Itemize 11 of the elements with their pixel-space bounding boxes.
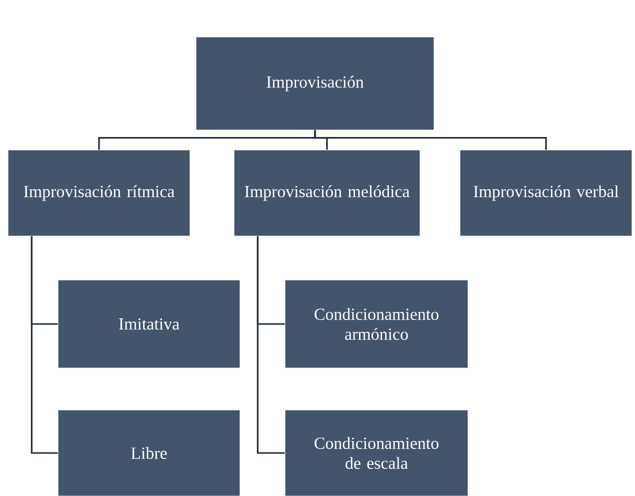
org-chart-box: Condicionamiento de escala	[284, 410, 468, 496]
org-chart-box: Condicionamiento armónico	[284, 280, 468, 368]
org-chart-box: Libre	[58, 410, 240, 496]
org-chart-box: Improvisación rítmica	[8, 150, 190, 236]
org-chart-box: Imitativa	[58, 280, 240, 368]
connector-line	[314, 130, 547, 150]
org-chart-box: Improvisación	[196, 36, 434, 130]
connector-line	[256, 236, 285, 454]
connector-line	[30, 236, 58, 454]
org-chart-box: Improvisación melódica	[234, 150, 420, 236]
org-chart-box: Improvisación verbal	[460, 150, 632, 236]
